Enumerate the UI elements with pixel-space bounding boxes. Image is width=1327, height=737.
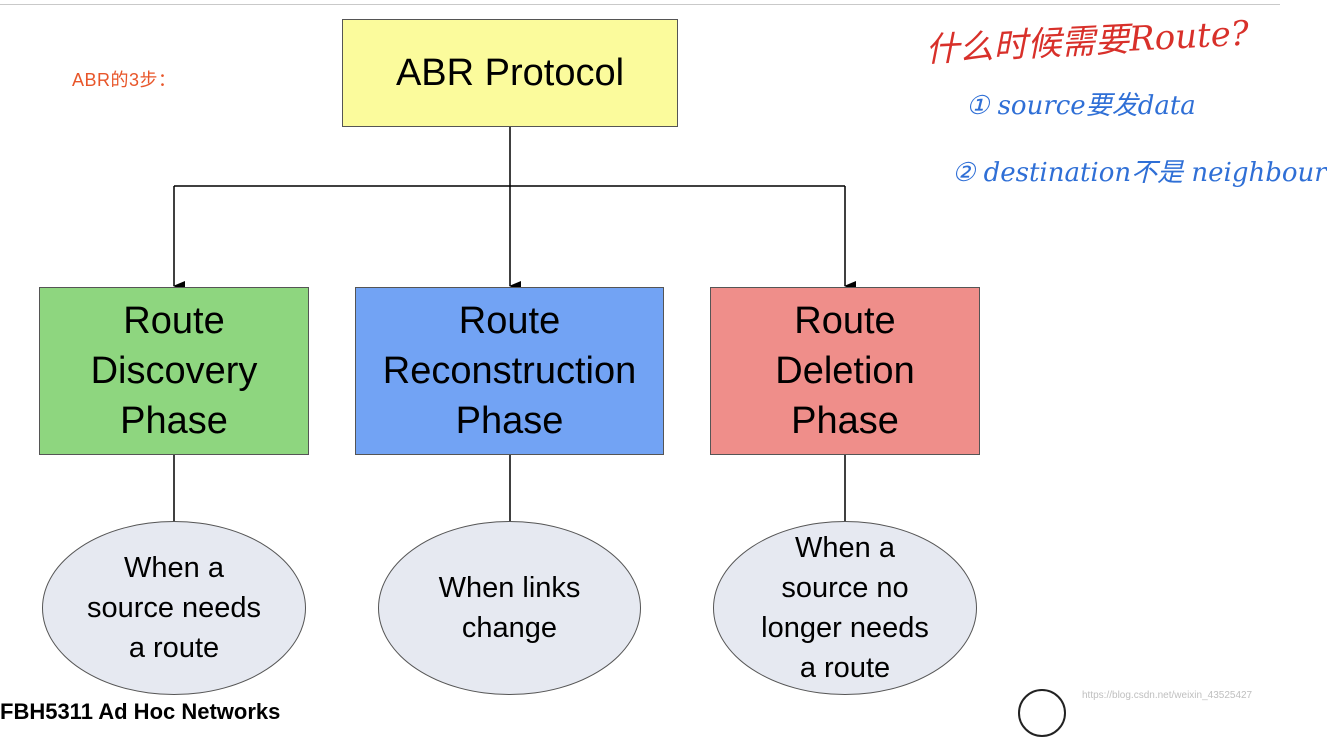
phase-discovery: Route Discovery Phase xyxy=(39,287,309,455)
condition-discovery: When a source needs a route xyxy=(42,521,306,695)
condition-discovery-label: When a source needs a route xyxy=(86,552,262,664)
side-note: ABR的3步： xyxy=(72,70,177,90)
phase-discovery-label: Route Discovery Phase xyxy=(90,300,258,442)
root-label: ABR Protocol xyxy=(395,51,625,94)
root-node: ABR Protocol xyxy=(342,19,678,127)
handwritten-note-2: ② destination不是 neighbour xyxy=(952,158,1327,188)
condition-reconstruction-label: When links change xyxy=(438,572,581,644)
condition-deletion: When a source no longer needs a route xyxy=(713,521,977,695)
top-rule xyxy=(0,4,1280,5)
watermark: https://blog.csdn.net/weixin_43525427 xyxy=(1082,690,1253,701)
handwritten-note-1: ① source要发data xyxy=(966,91,1196,121)
phase-deletion-label: Route Deletion Phase xyxy=(775,300,915,442)
phase-reconstruction-label: Route Reconstruction Phase xyxy=(382,300,637,442)
page-number-badge xyxy=(1018,689,1066,737)
slide: ABR的3步： ABR Protocol Route Discovery Pha… xyxy=(0,4,1327,737)
condition-deletion-label: When a source no longer needs a route xyxy=(761,532,929,684)
connector-lines xyxy=(173,127,856,521)
phase-reconstruction: Route Reconstruction Phase xyxy=(355,287,664,455)
phase-deletion: Route Deletion Phase xyxy=(710,287,980,455)
footer-course-title: FBH5311 Ad Hoc Networks xyxy=(0,699,281,724)
condition-reconstruction: When links change xyxy=(378,521,641,695)
